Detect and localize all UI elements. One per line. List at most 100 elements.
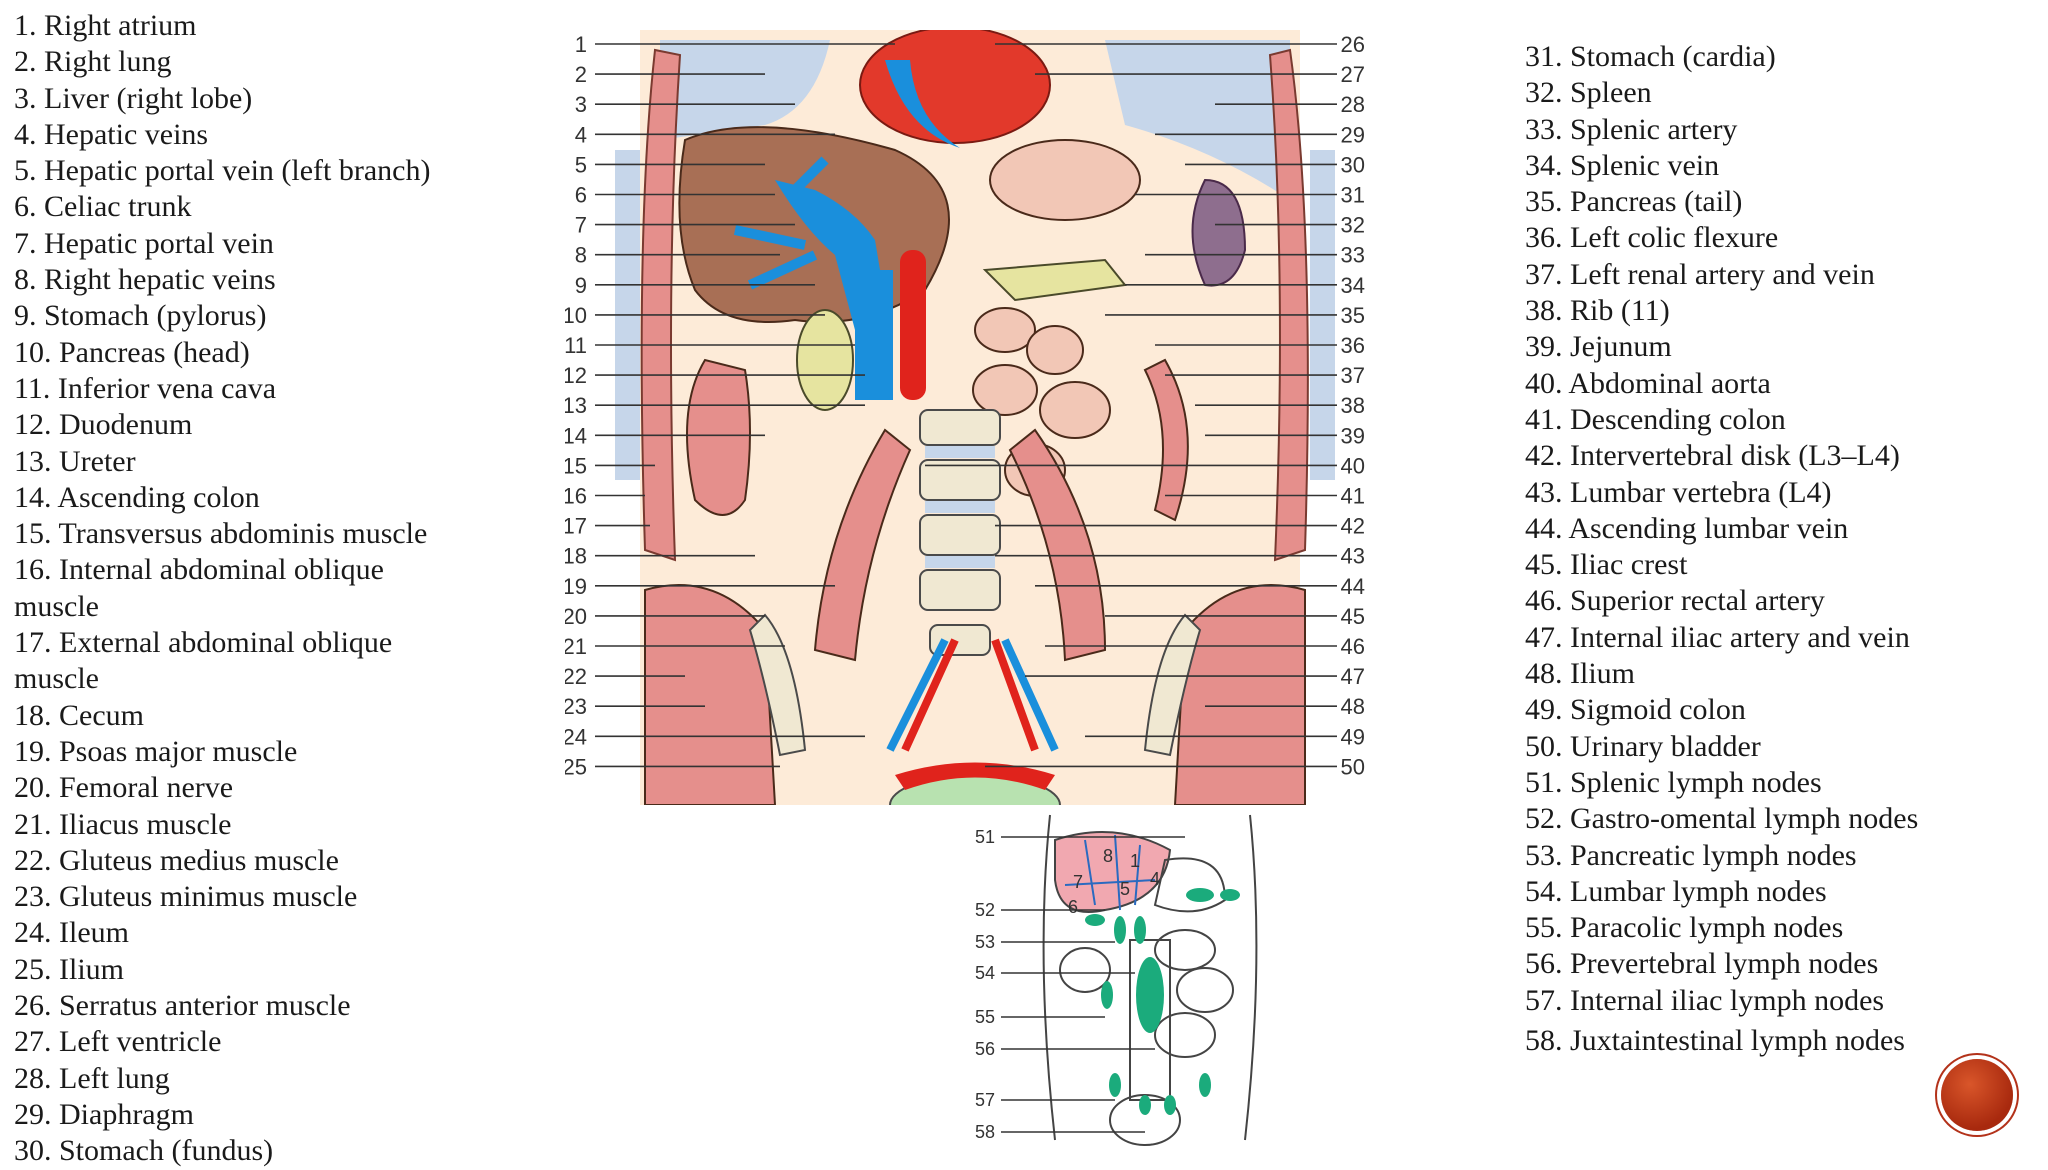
label-number: 47 xyxy=(1341,664,1365,689)
label-number: 32 xyxy=(1341,213,1365,238)
label-number: 30 xyxy=(1341,152,1365,177)
label-number: 22 xyxy=(565,664,587,689)
label-number: 8 xyxy=(575,243,587,268)
legend-item: 38. Rib (11) xyxy=(1525,294,1670,328)
lymph-label-number: 51 xyxy=(975,827,995,847)
right-lung xyxy=(660,40,830,140)
inferior-vena-cava xyxy=(855,270,893,400)
label-number: 49 xyxy=(1341,724,1365,749)
legend-item: 45. Iliac crest xyxy=(1525,548,1688,582)
legend-item: 21. Iliacus muscle xyxy=(14,807,232,841)
legend-item: 44. Ascending lumbar vein xyxy=(1525,511,1849,545)
liver-segment-number: 1 xyxy=(1130,851,1140,871)
liver-segment-number: 4 xyxy=(1150,869,1160,889)
legend-item: 48. Ilium xyxy=(1525,657,1635,691)
ilium-left xyxy=(748,613,807,757)
label-number: 41 xyxy=(1341,484,1365,509)
legend-item: 56. Prevertebral lymph nodes xyxy=(1525,947,1879,981)
intervertebral-disks xyxy=(925,446,995,568)
right-atrium xyxy=(885,60,960,148)
left-lung xyxy=(1105,40,1290,200)
legend-item: 7. Hepatic portal vein xyxy=(14,226,274,260)
legend-item: 12. Duodenum xyxy=(14,408,193,442)
label-number: 31 xyxy=(1341,183,1365,208)
label-number: 37 xyxy=(1341,363,1365,388)
lymph-label-number: 53 xyxy=(975,932,995,952)
lymph-label-number: 54 xyxy=(975,963,995,983)
abdominal-coronal-section-figure: 1234567891011121314151617181920212223242… xyxy=(565,30,1365,805)
label-number: 9 xyxy=(575,273,587,298)
label-number: 14 xyxy=(565,423,587,448)
liver-segment-number: 5 xyxy=(1120,879,1130,899)
legend-item: 27. Left ventricle xyxy=(14,1025,222,1059)
legend-item: 14. Ascending colon xyxy=(14,480,260,514)
legend-item: 6. Celiac trunk xyxy=(14,190,192,224)
lymph-liver xyxy=(1054,831,1172,913)
label-number: 6 xyxy=(575,183,587,208)
legend-item: 22. Gluteus medius muscle xyxy=(14,843,339,877)
legend-item: 19. Psoas major muscle xyxy=(14,734,298,768)
legend-item: 35. Pancreas (tail) xyxy=(1525,185,1743,219)
legend-item: 55. Paracolic lymph nodes xyxy=(1525,911,1844,945)
label-number: 39 xyxy=(1341,423,1365,448)
stomach-fundus xyxy=(989,139,1141,221)
psoas-major-right xyxy=(1008,428,1107,662)
label-number: 25 xyxy=(565,754,587,779)
legend-item: 5. Hepatic portal vein (left branch) xyxy=(14,154,431,188)
legend-item: 13. Ureter xyxy=(14,444,136,478)
lymph-nodes xyxy=(1085,888,1240,1115)
label-number: 35 xyxy=(1341,303,1365,328)
body-wall-right xyxy=(1268,48,1309,562)
label-number: 4 xyxy=(575,122,587,147)
lymph-body-outline xyxy=(1042,814,1258,1141)
legend-item: 9. Stomach (pylorus) xyxy=(14,299,267,333)
legend-item: 37. Left renal artery and vein xyxy=(1525,257,1875,291)
legend-item: 25. Ilium xyxy=(14,952,124,986)
legend-item: 52. Gastro-omental lymph nodes xyxy=(1525,802,1919,836)
label-numbers-right: 2627282930313233343536373839404142434445… xyxy=(1341,32,1365,779)
legend-item: 42. Intervertebral disk (L3–L4) xyxy=(1525,439,1900,473)
label-number: 18 xyxy=(565,544,587,569)
ilium-right xyxy=(1143,613,1202,757)
iliac-vessels xyxy=(901,638,1039,752)
legend-item: 46. Superior rectal artery xyxy=(1525,584,1825,618)
liver-segment-number: 6 xyxy=(1068,897,1078,917)
lymph-label-number: 58 xyxy=(975,1122,995,1142)
legend-item: 29. Diaphragm xyxy=(14,1097,194,1131)
lymph-label-lines xyxy=(1001,836,1185,1133)
label-number: 38 xyxy=(1341,393,1365,418)
label-number: 44 xyxy=(1341,574,1365,599)
legend-item: 32. Spleen xyxy=(1525,76,1652,110)
legend-item: 33. Splenic artery xyxy=(1525,112,1738,146)
ascending-colon xyxy=(686,358,751,516)
label-number: 7 xyxy=(575,213,587,238)
legend-item: 31. Stomach (cardia) xyxy=(1525,40,1776,73)
sigmoid-colon xyxy=(895,762,1055,790)
legend-item: 4. Hepatic veins xyxy=(14,117,209,151)
abdominal-aorta xyxy=(900,250,926,400)
label-number: 12 xyxy=(565,363,587,388)
pancreas-head xyxy=(796,309,854,411)
label-lines-right xyxy=(925,43,1337,768)
label-number: 46 xyxy=(1341,634,1365,659)
label-number: 24 xyxy=(565,724,587,749)
label-number: 10 xyxy=(565,303,587,328)
label-number: 28 xyxy=(1341,92,1365,117)
legend-item: 16. Internal abdominal oblique muscle xyxy=(14,553,384,623)
legend-item: 24. Ileum xyxy=(14,916,129,950)
label-number: 11 xyxy=(565,333,587,358)
legend-item: 11. Inferior vena cava xyxy=(14,371,277,405)
label-number: 21 xyxy=(565,634,587,659)
legend-item: 26. Serratus anterior muscle xyxy=(14,989,351,1023)
legend-item: 50. Urinary bladder xyxy=(1525,729,1761,763)
circle-logo-icon[interactable] xyxy=(1941,1059,2013,1131)
label-number: 3 xyxy=(575,92,587,117)
legend-item: 40. Abdominal aorta xyxy=(1525,366,1771,400)
label-numbers-left: 1234567891011121314151617181920212223242… xyxy=(565,32,587,779)
label-number: 45 xyxy=(1341,604,1365,629)
label-number: 23 xyxy=(565,694,587,719)
legend-item: 8. Right hepatic veins xyxy=(14,263,276,297)
